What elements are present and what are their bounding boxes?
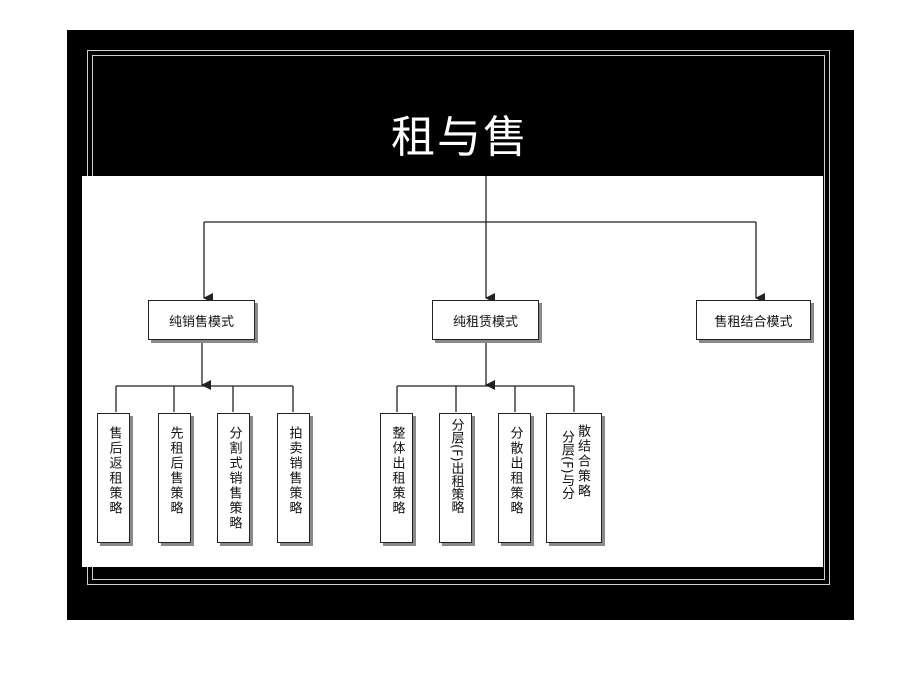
- node-sale-lease-combined: 售租结合模式: [696, 300, 811, 340]
- strategy-floor-lease: 分层(F)出租策略: [439, 413, 472, 543]
- strategy-label: 散结合策略: [575, 424, 590, 499]
- diagram-canvas: 纯销售模式 纯租赁模式 售租结合模式 售后返租策略 先租后售策略 分割式销售策略…: [82, 176, 823, 567]
- strategy-label: 分割式销售策略: [226, 426, 242, 531]
- strategy-auction-sale: 拍卖销售策略: [277, 413, 310, 543]
- strategy-label: 分散出租策略: [507, 426, 523, 516]
- strategy-divided-sale: 分割式销售策略: [217, 413, 250, 543]
- strategy-label: 拍卖销售策略: [286, 426, 302, 516]
- strategy-buyback-leaseback: 售后返租策略: [97, 413, 130, 543]
- slide-title: 租与售: [391, 112, 529, 163]
- strategy-label: 分层(F)出租策略: [448, 418, 464, 514]
- node-pure-lease: 纯租赁模式: [432, 300, 539, 340]
- strategy-label: 售后返租策略: [106, 426, 122, 516]
- strategy-floor-scatter-combined: 分层(F)与分 散结合策略: [546, 413, 602, 543]
- strategy-label: 先租后售策略: [167, 426, 183, 516]
- strategy-scattered-lease: 分散出租策略: [498, 413, 531, 543]
- node-pure-sale: 纯销售模式: [148, 300, 255, 340]
- strategy-label-extra: 分层(F)与分: [559, 430, 574, 500]
- strategy-whole-lease: 整体出租策略: [380, 413, 413, 543]
- strategy-lease-then-sell: 先租后售策略: [158, 413, 191, 543]
- connector-lines: [115, 176, 765, 412]
- strategy-label: 整体出租策略: [389, 426, 405, 516]
